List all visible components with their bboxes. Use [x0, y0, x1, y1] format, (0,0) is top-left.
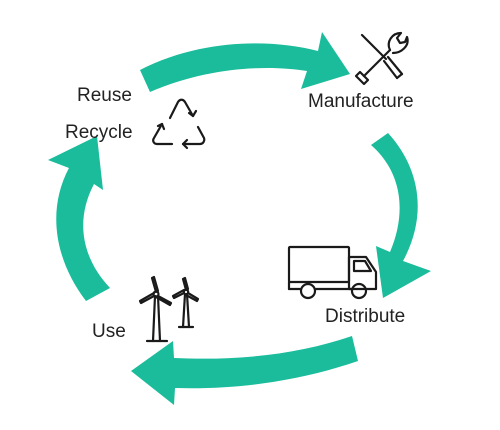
arrow-distribute-to-use [131, 336, 358, 405]
wind-turbine-icon [138, 275, 200, 343]
arrow-recycle-to-manufacture [140, 32, 350, 92]
arrow-manufacture-to-distribute [371, 133, 431, 298]
arrow-use-to-reuse [48, 136, 110, 301]
recycle-icon [152, 98, 206, 150]
stage-label-reuse: Reuse [77, 85, 132, 106]
truck-icon [287, 245, 378, 300]
stage-label-manufacture: Manufacture [308, 91, 414, 112]
cycle-arrows [48, 32, 431, 405]
stage-label-distribute: Distribute [325, 306, 405, 327]
stage-label-use: Use [92, 321, 126, 342]
stage-label-recycle: Recycle [65, 122, 133, 143]
tools-icon [354, 31, 409, 86]
